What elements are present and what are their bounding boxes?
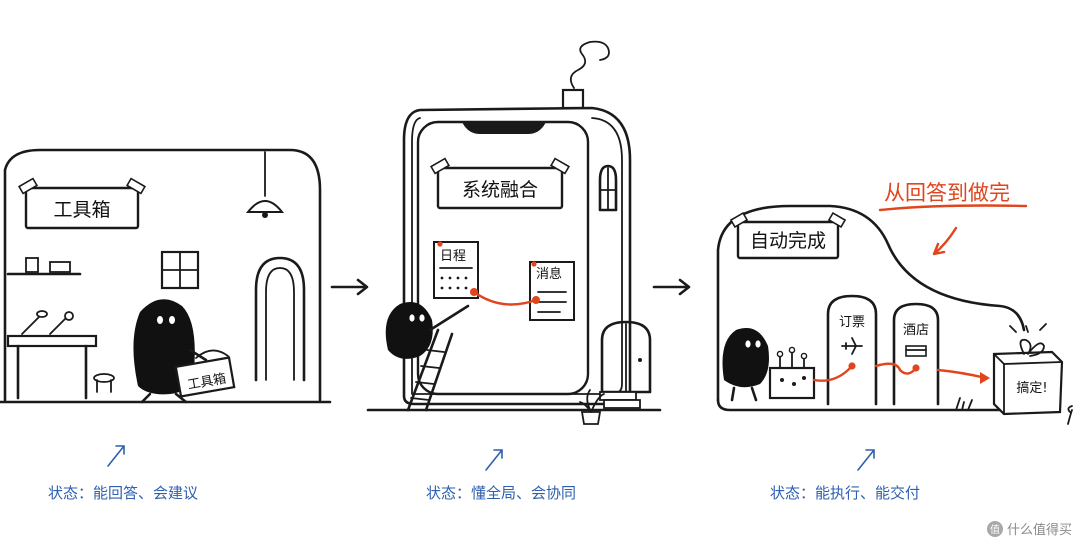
lamp-icon: [245, 151, 285, 218]
message-note: 消息: [529, 261, 575, 321]
calendar-note: 日程: [433, 241, 479, 299]
sofa-icon: [905, 345, 927, 357]
hotel-door-text: 酒店: [903, 323, 929, 338]
chimney-smoke-icon: [561, 40, 610, 110]
hotel-door: 酒店: [892, 302, 940, 406]
watermark-logo-icon: 值: [986, 520, 1003, 537]
gift-icon: 搞定!: [992, 323, 1064, 416]
potted-plant: [579, 389, 605, 425]
integration-sign-text: 系统融合: [462, 179, 538, 201]
package-label-text: 搞定!: [1016, 380, 1047, 396]
status-label-3: 状态：能执行、能交付: [770, 484, 920, 502]
execution-flow-line: [812, 362, 988, 382]
toolbox-doorway: [254, 256, 306, 382]
ladder: [406, 328, 454, 412]
toolbox-house-outline: [3, 148, 322, 402]
character-blob-2: [385, 302, 470, 359]
control-panel: [768, 346, 816, 400]
message-note-text: 消息: [536, 266, 562, 282]
transition-arrow-2: [652, 278, 691, 296]
scene-toolbox: 工具箱: [0, 148, 332, 502]
scene-auto-complete: 从回答到做完 自动完成 订票 酒店: [716, 181, 1073, 502]
integration-sign: 系统融合: [429, 157, 571, 210]
status-label-2: 状态：懂全局、会协同: [426, 484, 576, 502]
watermark-text: 什么值得买: [1006, 523, 1072, 538]
character-blob-3: [722, 328, 769, 402]
scene-system-integration: 系统融合 日程 消息: [366, 40, 662, 502]
connection-line: [472, 290, 538, 306]
headline-text: 从回答到做完: [884, 181, 1010, 205]
phone-notch: [462, 122, 546, 134]
toolbox-sign: 工具箱: [17, 177, 147, 230]
workbench: [6, 310, 98, 400]
auto-sign-text: 自动完成: [750, 230, 826, 252]
transition-arrow-1: [330, 278, 369, 296]
stool: [93, 373, 115, 393]
calendar-note-text: 日程: [440, 249, 466, 264]
window-icon: [160, 250, 200, 290]
toolbox-sign-text: 工具箱: [53, 199, 110, 221]
toolbox-label-text: 工具箱: [186, 370, 227, 393]
side-window: [598, 164, 618, 212]
auto-sign: 自动完成: [729, 211, 847, 260]
small-door: [599, 320, 652, 409]
annotation-arrow-3: [857, 449, 875, 471]
status-label-1: 状态：能回答、会建议: [48, 484, 198, 502]
annotation-arrow-2: [485, 449, 503, 471]
shelf: [6, 257, 82, 276]
headline-arrow: [932, 226, 958, 256]
ticket-door-text: 订票: [839, 315, 865, 330]
carried-toolbox: 工具箱: [174, 349, 236, 398]
watermark: 值 什么值得买: [986, 519, 1072, 538]
plane-icon: [841, 337, 863, 355]
ticket-door: 订票: [826, 294, 878, 406]
annotation-arrow-1: [107, 445, 125, 467]
